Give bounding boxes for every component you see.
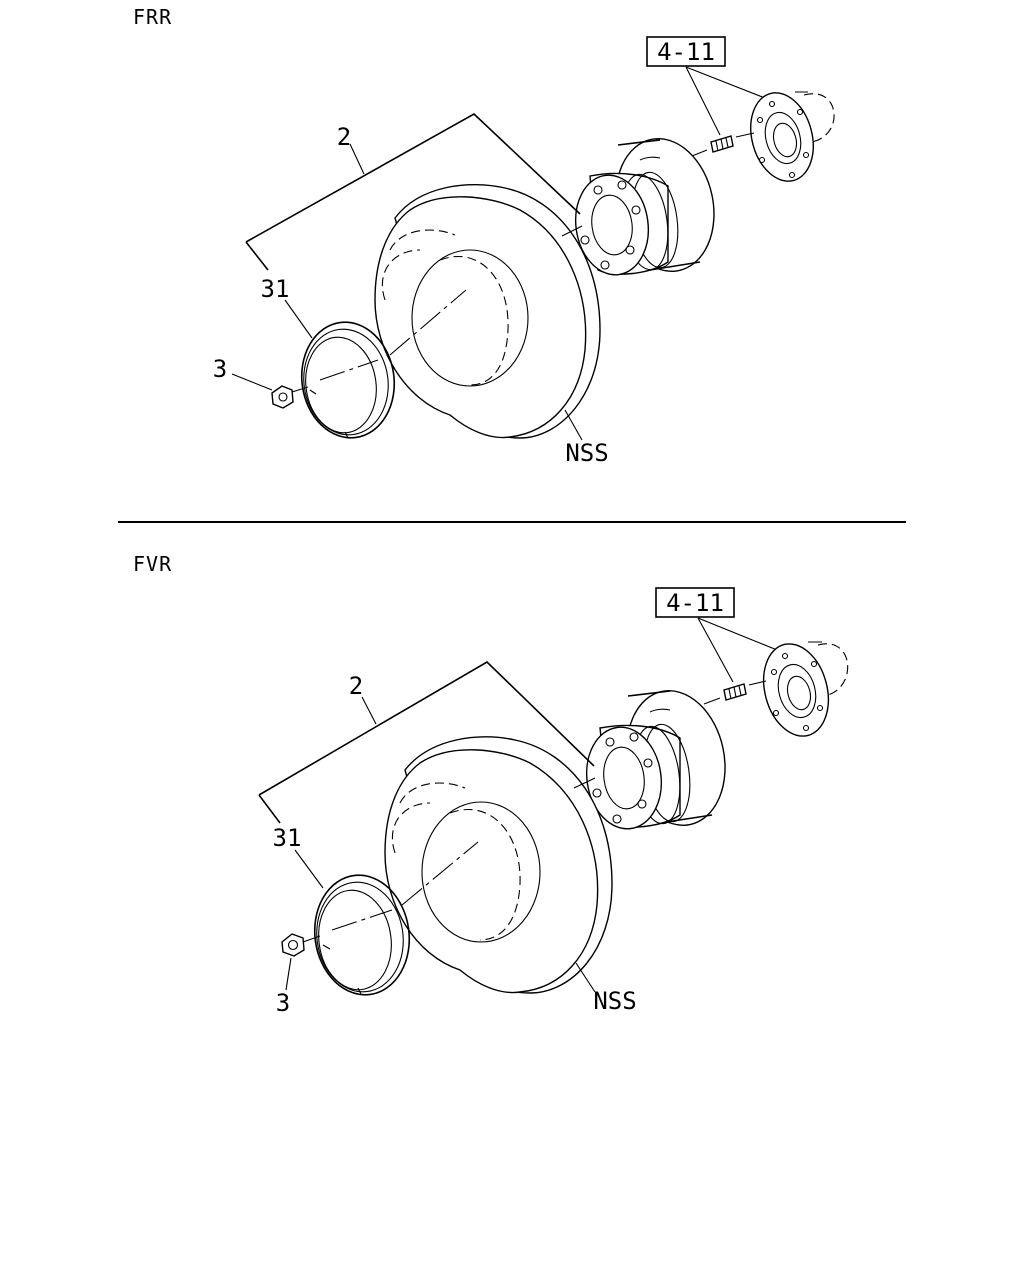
wheel-nut-icon <box>281 933 305 957</box>
reference-box[interactable]: 4-11 <box>646 36 726 67</box>
tire-leader <box>575 962 596 993</box>
callout-nut: 3 <box>213 355 227 383</box>
section-title-fvr: FVR <box>133 552 172 576</box>
section-frr: FRR 4-11 <box>133 5 835 467</box>
assembly-bracket <box>258 661 595 824</box>
ring-leader <box>284 299 313 339</box>
wheel-nut-icon <box>271 385 294 409</box>
wheel-stud-icon <box>723 683 747 701</box>
section-title-frr: FRR <box>133 5 172 29</box>
side-ring-icon <box>300 321 396 439</box>
reference-box-frame <box>655 587 735 618</box>
tire-icon <box>374 183 601 439</box>
assembly-leader <box>361 696 377 725</box>
callout-assembly: 2 <box>337 123 351 151</box>
hub-icon <box>750 91 835 182</box>
reference-box-label: 4-11 <box>666 589 724 617</box>
ring-leader <box>294 849 324 889</box>
assembly-axis <box>291 225 583 393</box>
assembly-leader <box>349 143 365 175</box>
hub-icon <box>762 641 849 737</box>
section-fvr: FVR 4-11 <box>133 552 849 1017</box>
callout-ring: 31 <box>273 824 302 852</box>
side-ring-icon <box>313 874 411 996</box>
wheel-disc-icon <box>574 138 715 276</box>
wheel-disc-icon <box>585 690 726 830</box>
callout-assembly: 2 <box>349 672 363 700</box>
assembly-bracket <box>245 113 581 271</box>
tire-icon <box>384 736 613 994</box>
callout-tire: NSS <box>593 987 636 1015</box>
wheel-stud-icon <box>710 135 734 153</box>
reference-leaders <box>697 617 783 683</box>
assembly-axis <box>302 777 596 943</box>
reference-box[interactable]: 4-11 <box>655 587 735 618</box>
callout-nut: 3 <box>276 989 290 1017</box>
tire-leader <box>564 409 583 441</box>
reference-leaders <box>685 66 771 136</box>
reference-box-label: 4-11 <box>657 38 715 66</box>
reference-box-frame <box>646 36 726 67</box>
nut-leader <box>285 957 292 991</box>
callout-tire: NSS <box>565 439 608 467</box>
callout-ring: 31 <box>261 275 290 303</box>
nut-leader <box>231 373 273 391</box>
